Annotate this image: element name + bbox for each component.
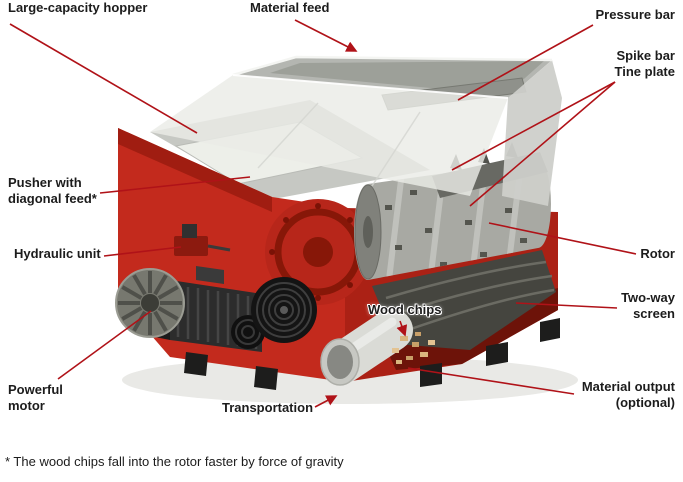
rotor-shape — [354, 160, 551, 280]
leader-two-way-screen — [515, 302, 618, 309]
coupling-wheel-shape — [115, 268, 185, 338]
feet-shape — [184, 318, 560, 390]
leader-hopper — [9, 23, 198, 134]
label-material-output: Material output (optional) — [581, 379, 675, 410]
label-hydraulic-unit: Hydraulic unit — [14, 246, 101, 261]
leader-powerful-motor — [57, 310, 152, 380]
label-material-feed: Material feed — [250, 0, 330, 15]
leader-wood-chips — [396, 320, 408, 337]
screen-shape — [372, 250, 556, 350]
hopper-shape — [150, 55, 562, 206]
label-powerful-motor: Powerful motor — [8, 382, 63, 413]
label-transportation: Transportation — [222, 400, 314, 415]
label-hopper: Large-capacity hopper — [8, 0, 148, 15]
label-two-way-screen: Two-way screen — [621, 290, 675, 321]
label-pressure-bar: Pressure bar — [595, 7, 676, 22]
label-wood-chips: Wood chips — [368, 302, 442, 317]
leader-pusher — [99, 176, 251, 194]
output-chute-shape — [320, 309, 413, 386]
pulley-shape — [231, 277, 317, 349]
leader-pressure-bar — [457, 24, 594, 101]
leader-tine-plate — [469, 81, 616, 207]
leader-hydraulic-unit — [103, 246, 182, 257]
footnote: * The wood chips fall into the rotor fas… — [5, 454, 344, 469]
label-spike-bar-tine-plate: Spike bar Tine plate — [614, 48, 675, 79]
label-pusher: Pusher with diagonal feed* — [8, 175, 97, 206]
leader-rotor — [488, 222, 637, 255]
label-rotor: Rotor — [640, 246, 675, 261]
leader-lines — [9, 19, 637, 408]
leader-material-feed — [294, 19, 358, 52]
leader-transportation — [314, 395, 338, 408]
leader-material-output — [407, 367, 575, 395]
leader-spike-bar — [451, 81, 616, 171]
wood-chips-shape — [392, 332, 435, 364]
hydraulic-unit-shape — [174, 224, 231, 256]
